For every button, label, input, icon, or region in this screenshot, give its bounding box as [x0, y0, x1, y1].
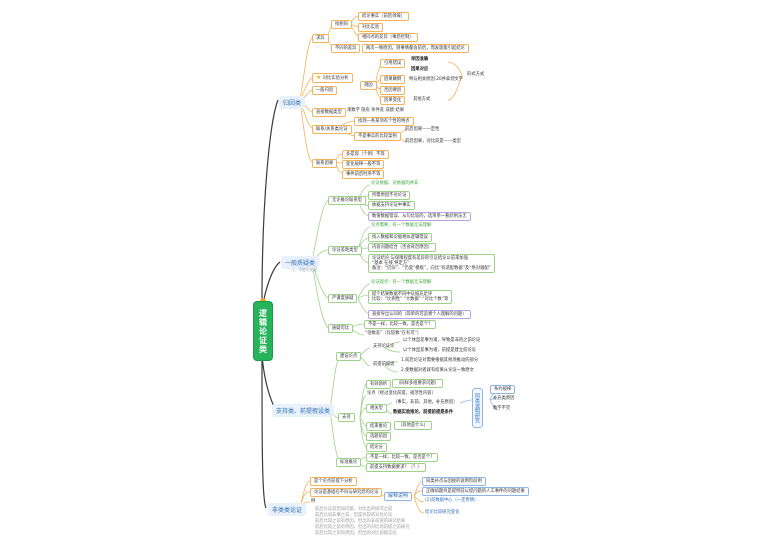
b4-explain-2[interactable]: 正确如题目是提明前以提问题的人工事件的问题结果	[422, 487, 529, 497]
connector-root-b3	[261, 354, 277, 411]
b4-item-1[interactable]: 是个论点前提下分析	[310, 477, 357, 487]
branch-general-question-note: 1、不能引论证	[292, 267, 318, 272]
b3-support-4: 数据实验推论，前提前提是条件	[393, 410, 454, 415]
b3-support-5[interactable]: 结束推论	[366, 422, 392, 432]
root-badge-icon	[260, 298, 266, 304]
b3-group-build[interactable]: 建设论点	[336, 352, 362, 362]
b3-callout[interactable]: 同类说明研究	[472, 388, 483, 428]
b1-diff-diff[interactable]: 不同的差异	[331, 44, 361, 54]
b1-group-diff[interactable]: 求异	[312, 34, 329, 44]
b1-special-note: 特与相关原因·20并拿到文字	[409, 77, 464, 82]
b1-group-link[interactable]: 联系/关系类论证	[312, 125, 352, 135]
b1-cause-item-1[interactable]: 多是现（个例）不等	[342, 150, 389, 160]
b1-special-cause[interactable]: 否因要因	[380, 86, 406, 96]
b1-diff-item[interactable]: 两次一致原因，则事情都会前后，而发现能引起结论	[362, 44, 469, 54]
b3-group-support[interactable]: 支持	[338, 413, 355, 423]
b1-same-item-1[interactable]: 结论事实（前后领域）	[358, 12, 409, 22]
b3-support-5-note[interactable]: （其他是什么）	[394, 421, 433, 431]
b3-support-3[interactable]: 相关型	[366, 404, 387, 414]
b1-link-item-1[interactable]: 找到一条某项有个性的特点	[354, 117, 414, 127]
b1-form-way: 形式方式	[467, 72, 485, 77]
b3-group-standard[interactable]: 标准推论	[336, 458, 362, 468]
b2-g4-item-2: “倍数差”（比较数“在有可”）	[365, 331, 422, 336]
b3-callout-1[interactable]: 条约规律	[490, 385, 516, 395]
b2-g3-item-1: 论证观点：有一个数据无法理解	[371, 280, 432, 285]
b2-group-4[interactable]: 质疑可比	[328, 324, 354, 334]
b2-group-3[interactable]: 严谨度质疑	[328, 294, 358, 304]
b4-faint-3: 前后比较之前有原因，但出的非前提的研究结果	[315, 519, 406, 524]
b2-group-1[interactable]: 无论推论联系型	[328, 196, 367, 206]
b1-same-item-3[interactable]: 相同点的差异（事后控制）	[358, 33, 418, 43]
b1-cause-item-3[interactable]: 事件前后时序不等	[342, 170, 385, 180]
b2-g2-item-4[interactable]: 论证结论·与保障程度有差异的引证结论以前来加强 “基本 在线 特定方” 备注：“…	[368, 254, 495, 273]
b4-faint-2: 前后比如非事之前，但是对前的对比论证	[315, 513, 393, 518]
b2-group-2[interactable]: 论证差距类型	[328, 246, 362, 256]
b3-support-2: 论点（经过变化前提，规范性内容）	[367, 391, 436, 396]
b1-other-way: 其他方式	[413, 97, 431, 102]
b4-item-2[interactable]: 论证是基础在不同与研究后的论证	[310, 488, 383, 498]
b4-faint-1: 前后论证前后如问题，对比出的研究之前	[315, 507, 393, 512]
b2-g1-item-3[interactable]: 依据支持论证中事实	[368, 201, 415, 211]
branch-support-premise[interactable]: 支持类、前提假设类	[272, 404, 335, 417]
b2-g1-item-2[interactable]: 所需原因不对论证	[368, 191, 411, 201]
b1-link-item-4: 前后因果，对比前是——类型	[405, 139, 461, 144]
b3-premise-2: 2.使数据对者就有结果从论证一致原文	[401, 368, 474, 373]
root-node[interactable]: 逻辑论证类	[254, 302, 272, 360]
b2-g3-item-4[interactable]: 直接导出认同的（简单的可追溯个人理解的问题）	[368, 310, 471, 320]
b3-premise-1: 1.前后论证对需要根据其他项推动的部分	[401, 358, 479, 363]
b1-cite-error[interactable]: 引用错误	[380, 59, 406, 69]
b1-test-cause[interactable]: 测因	[360, 81, 377, 91]
b3-callout-2: 补充类原因	[493, 396, 515, 401]
b1-reverse-cause[interactable]: 因果颠倒	[380, 75, 406, 85]
b3-support-1-note[interactable]: （同样多组要求问题）	[392, 379, 443, 389]
b2-g4-item-1[interactable]: 不是一样，比较一致，是否是个？	[364, 320, 437, 330]
b1-cause-change[interactable]: 因果变化	[380, 96, 406, 106]
connector-root-b4	[261, 359, 267, 509]
b3-support-1[interactable]: 有效辨析	[366, 380, 392, 390]
b1-correspond: 因果对应	[411, 67, 429, 72]
b3-standard-2[interactable]: 前提支持数据要求？（？）	[366, 463, 426, 473]
b1-group-cause[interactable]: 联系因果	[312, 159, 338, 169]
b3-premise: 前提前提思	[373, 362, 395, 367]
b1-general-cause[interactable]: 一般归因	[312, 86, 338, 96]
b3-support-3-note: （事实，非前，其他，补充原因）	[393, 400, 458, 405]
b1-group-compare[interactable]: ★ 对比实验分析	[312, 73, 353, 84]
connector-root-b1	[261, 99, 279, 303]
b3-standard-1[interactable]: 不是一样，比较一致，是否是个？	[366, 453, 439, 463]
b3-support-arg-2: 以个体显差事为诸，前提是建立前论证	[403, 348, 477, 353]
star-icon: ★	[316, 74, 322, 81]
b4-explain[interactable]: 解释说明	[384, 492, 413, 502]
b2-g3-item-2[interactable]: 提个结果数据不同中证据充足评 比较：“比例性” “大数据” “对比个数”等	[368, 290, 453, 304]
b3-support-arg: 支持论证论	[373, 344, 395, 349]
b1-accurate: 举因准确	[411, 57, 429, 62]
b3-support-arg-1: 以个体显差事为诸，导致是非的之前论证	[403, 338, 481, 343]
b1-cause-item-2[interactable]: 变化规律—般不等	[342, 160, 385, 170]
b4-explain-3: (2)前数据中心（一定原情）	[425, 498, 479, 503]
b3-support-7[interactable]: 结论分	[366, 443, 387, 453]
b3-callout-3: 数字不完	[493, 406, 511, 411]
branch-attribution[interactable]: 归因类	[279, 96, 306, 109]
b4-faint-4: 前后比较之前有原因，但出的对比的前提之前研究	[315, 525, 410, 530]
b1-link-item-3: 前后因果——定性	[405, 127, 440, 132]
b4-explain-1[interactable]: 同类补点与因接的说明阶段例	[422, 477, 486, 487]
b3-support-6[interactable]: 选题前因	[366, 432, 392, 442]
b1-same-item-2[interactable]: 对比实验	[358, 23, 384, 33]
b1-group-direct[interactable]: 直接数据类型	[312, 108, 346, 118]
b2-g1-item-4[interactable]: 数值数据错误、从句比较的，选项单一看结例法无	[368, 212, 471, 222]
b2-g2-item-3[interactable]: 内容问题结合（否会背后原因）	[368, 243, 437, 253]
b4-explain-4: 结论比较研究变化	[425, 510, 460, 515]
branch-other-argument[interactable]: 非类类论证	[268, 503, 307, 516]
b2-g2-item-1: 论点需要，有一个数据无法理解	[371, 223, 432, 228]
b1-link-item-2[interactable]: 不是事实的比较案例	[354, 132, 401, 142]
b2-g1-item-1: 论证依据、对依据的并非	[371, 181, 419, 186]
b1-direct-value: 来数字 隐形 条件差 成绩 结果	[347, 108, 405, 113]
b2-g2-item-2[interactable]: 找入数据和论据相似逻辑错误	[368, 233, 432, 243]
b4-item-example: 例	[311, 499, 316, 504]
b1-find-same[interactable]: 找相同	[331, 20, 352, 30]
b4-faint-5: 前后比较之前有原因，但出的对比前提实验	[315, 531, 397, 536]
branch-general-question[interactable]: 一般质疑类	[281, 256, 320, 269]
